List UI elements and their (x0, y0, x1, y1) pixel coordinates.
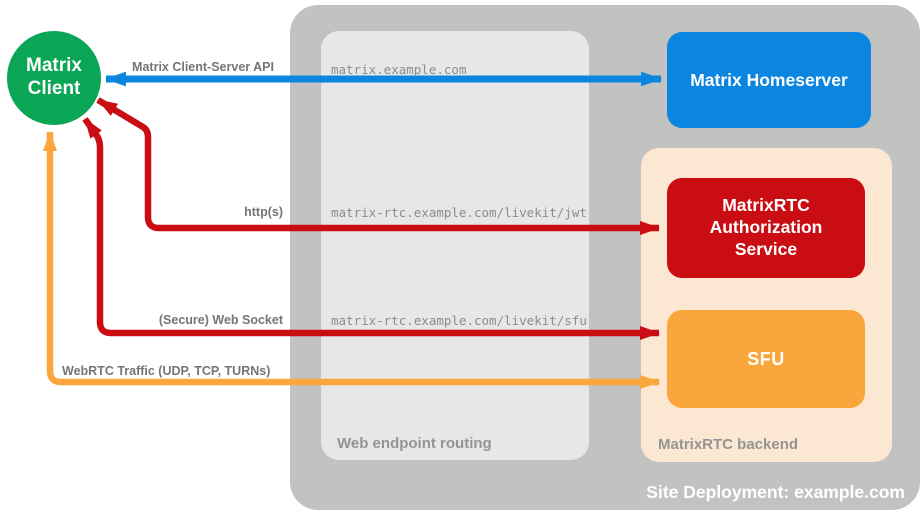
matrix-homeserver-node: Matrix Homeserver (667, 32, 871, 128)
homeserver-endpoint-url: matrix.example.com (331, 62, 467, 77)
sfu-node: SFU (667, 310, 865, 408)
client-server-api-label: Matrix Client-Server API (132, 60, 274, 74)
websocket-label: (Secure) Web Socket (158, 313, 283, 327)
livekit-jwt-endpoint-url: matrix-rtc.example.com/livekit/jwt (331, 205, 587, 220)
web-endpoint-routing-container: Web endpoint routing (321, 31, 589, 460)
matrix-client-node: Matrix Client (7, 31, 101, 125)
matrixrtc-backend-label: MatrixRTC backend (658, 436, 799, 453)
https-label: http(s) (244, 205, 283, 219)
webrtc-traffic-label: WebRTC Traffic (UDP, TCP, TURNs) (62, 364, 271, 378)
site-deployment-label: Site Deployment: example.com (646, 482, 905, 502)
web-endpoint-routing-label: Web endpoint routing (337, 435, 492, 452)
livekit-sfu-endpoint-url: matrix-rtc.example.com/livekit/sfu (331, 313, 587, 328)
matrixrtc-authorization-service-node: MatrixRTC Authorization Service (667, 178, 865, 278)
